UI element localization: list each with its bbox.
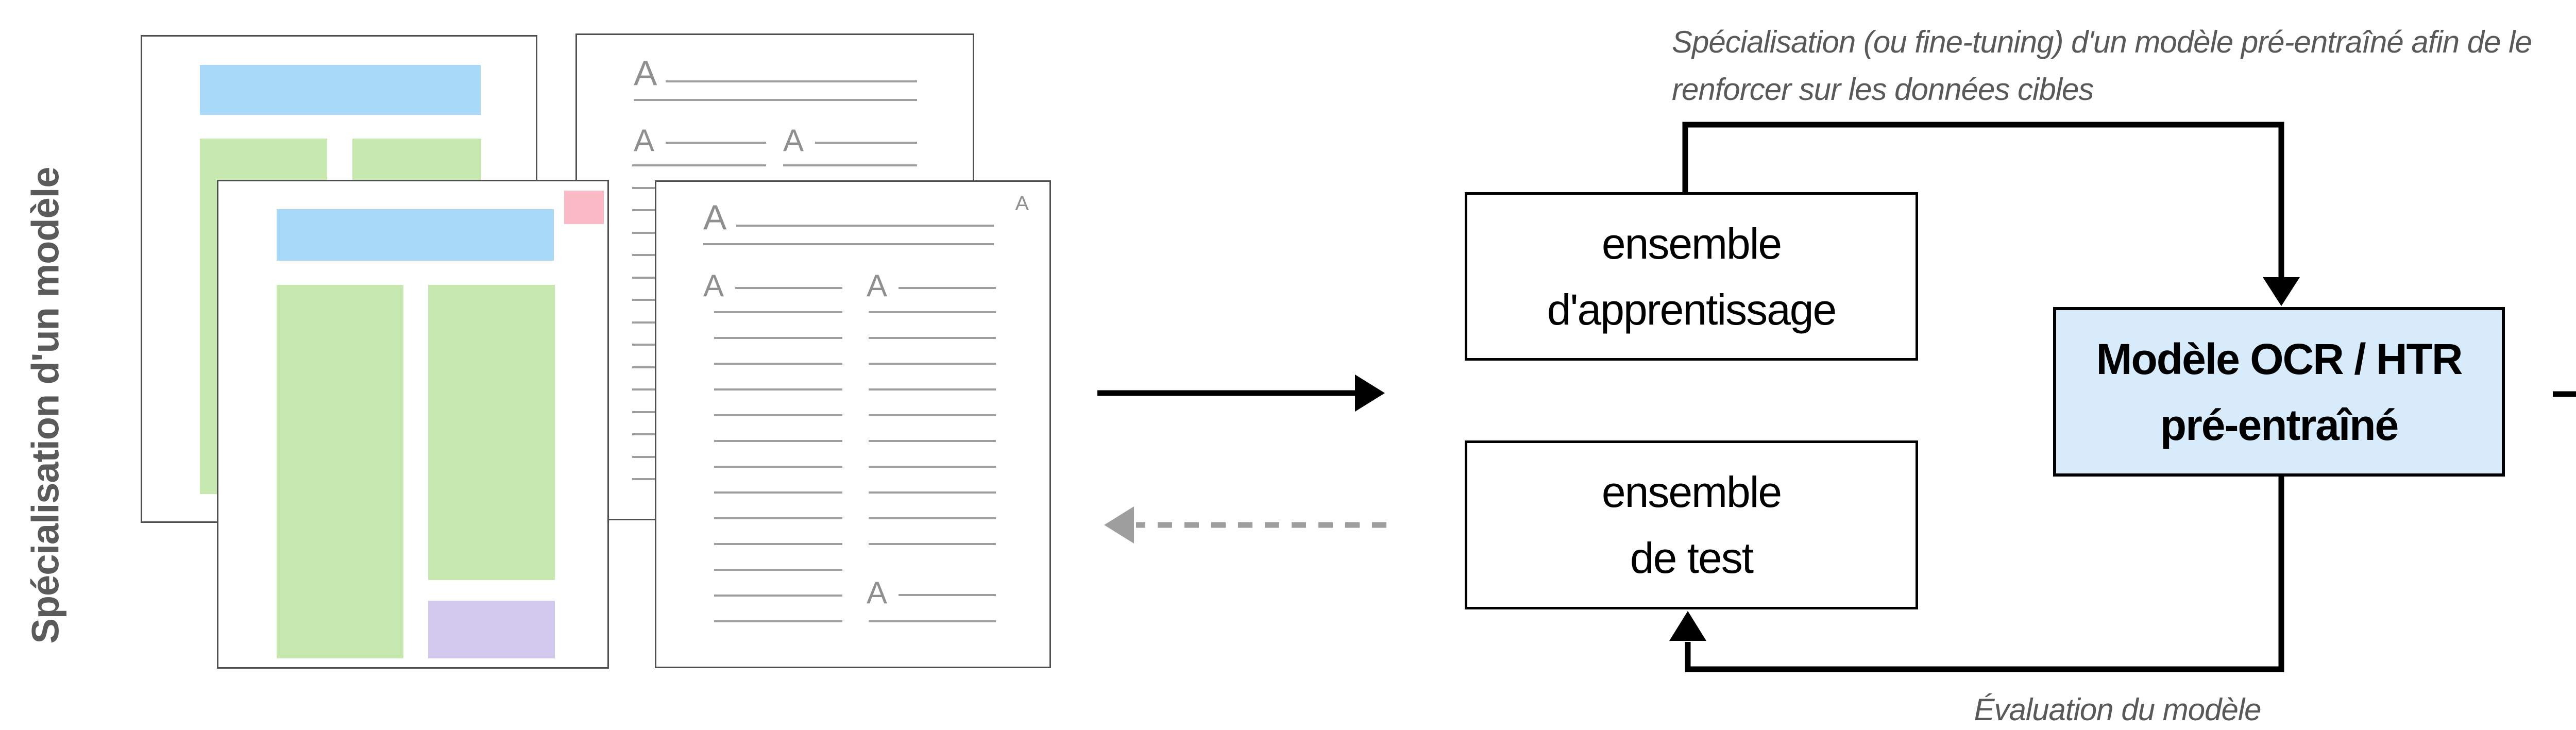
ruled-line <box>714 569 842 571</box>
ruled-line <box>815 142 917 144</box>
ruled-line <box>783 164 917 166</box>
ruled-line <box>666 80 917 82</box>
ruled-line <box>714 491 842 494</box>
ruled-line <box>714 466 842 468</box>
text-marker-a: A <box>1015 192 1029 215</box>
ruled-line <box>714 414 842 416</box>
ruled-line <box>869 517 996 519</box>
text-marker-a: A <box>867 268 888 303</box>
ruled-line <box>714 311 842 313</box>
ruled-line <box>735 287 842 289</box>
ruled-line <box>632 164 766 166</box>
ruled-line <box>869 491 996 494</box>
box-label-line1: Modèle OCR / HTR <box>2096 334 2463 383</box>
doc-title-block <box>277 209 554 261</box>
ruled-line <box>869 620 996 622</box>
annotation-line2: renforcer sur les données cibles <box>1672 72 2094 107</box>
ruled-line <box>736 225 994 227</box>
ruled-line <box>869 414 996 416</box>
connector-evaluation-loop <box>1669 476 2284 672</box>
doc-title-block <box>200 65 481 115</box>
fine-tuning-annotation: Spécialisation (ou fine-tuning) d'un mod… <box>1672 19 2532 113</box>
text-marker-a: A <box>783 123 804 158</box>
box-label-line1: ensemble <box>1601 468 1782 516</box>
ruled-line <box>899 594 996 596</box>
text-marker-a: A <box>634 54 657 93</box>
doc-footer-block <box>428 601 555 658</box>
ruled-line <box>714 440 842 442</box>
box-label-line1: ensemble <box>1601 219 1782 268</box>
ruled-line <box>714 517 842 519</box>
text-marker-a: A <box>634 123 655 158</box>
document-thumbnail-colored-front <box>217 180 609 669</box>
text-marker-a: A <box>703 268 724 303</box>
evaluation-annotation: Évaluation du modèle <box>1974 692 2261 727</box>
ruled-line <box>899 287 996 289</box>
ruled-line <box>714 595 842 597</box>
ruled-line <box>714 620 842 622</box>
box-label-line2: d'apprentissage <box>1547 285 1837 334</box>
arrow-input-documents <box>1097 375 1385 412</box>
ruled-line <box>714 543 842 545</box>
arrow-dashed-return-test <box>1104 506 1386 544</box>
ruled-line <box>869 388 996 391</box>
ruled-line <box>714 337 842 339</box>
training-set-box: ensemble d'apprentissage <box>1465 192 1918 361</box>
box-label-line2: pré-entraîné <box>2160 400 2399 449</box>
doc-text-column <box>428 285 555 580</box>
ruled-line <box>714 363 842 365</box>
box-label-line2: de test <box>1630 534 1754 582</box>
doc-text-column <box>277 285 403 658</box>
text-marker-a: A <box>867 575 888 610</box>
ruled-line <box>869 440 996 442</box>
ruled-line <box>869 337 996 339</box>
ruled-line <box>869 466 996 468</box>
text-marker-a: A <box>703 198 727 237</box>
annotation-line1: Spécialisation (ou fine-tuning) d'un mod… <box>1672 25 2532 59</box>
ruled-line <box>634 99 917 101</box>
ruled-line <box>703 243 994 245</box>
document-thumbnail-ruled-front: A A A A A <box>655 180 1051 668</box>
ruled-line <box>666 142 766 144</box>
doc-stamp-block <box>564 191 604 224</box>
connector-training-to-pretrained <box>1682 122 2300 306</box>
ruled-line <box>869 363 996 365</box>
ruled-line <box>869 311 996 313</box>
ruled-line <box>869 543 996 545</box>
ruled-line <box>714 388 842 391</box>
pretrained-model-box: Modèle OCR / HTR pré-entraîné <box>2053 307 2505 477</box>
test-set-box: ensemble de test <box>1465 440 1918 609</box>
arrow-pretrained-to-specialized <box>2553 391 2576 397</box>
